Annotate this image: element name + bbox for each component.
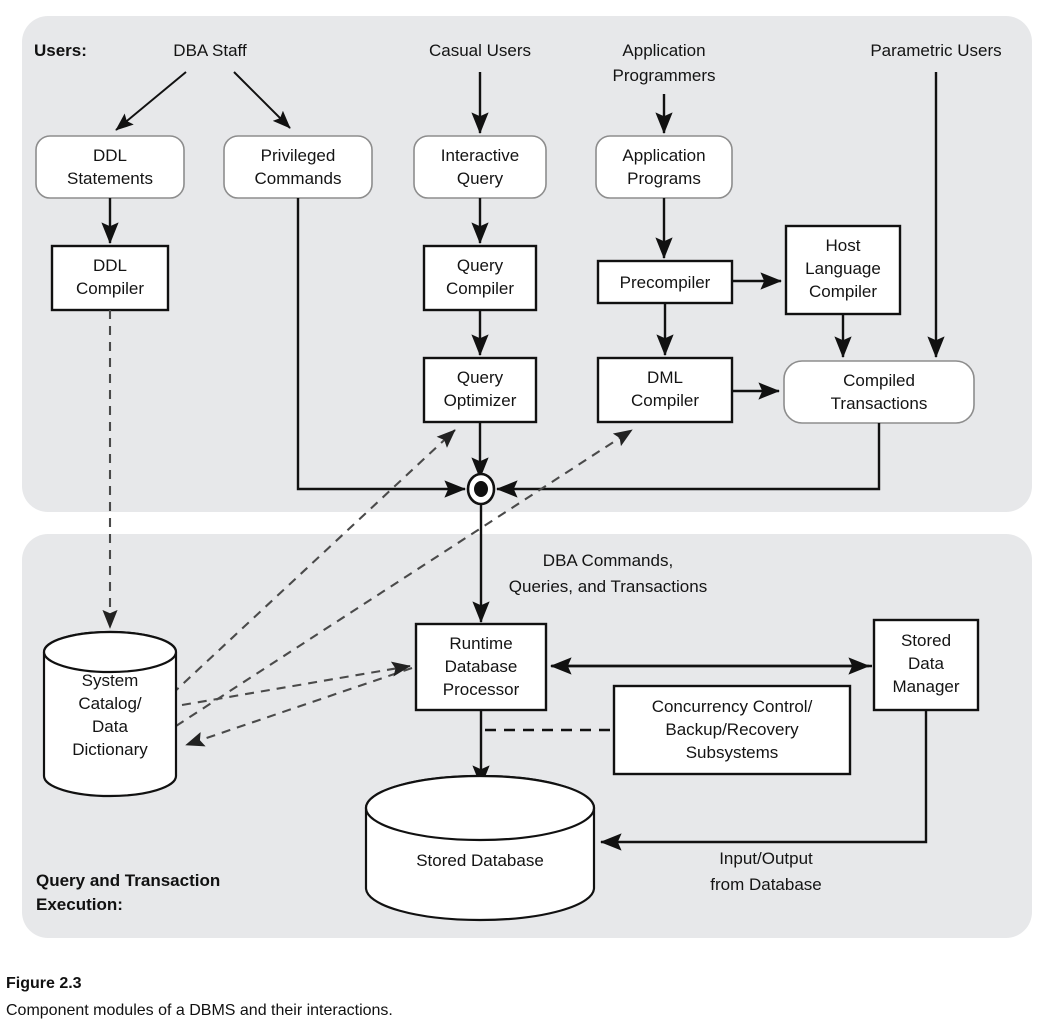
label-io-database-line1: Input/Output <box>719 849 813 868</box>
node-host-language-compiler-line3: Compiler <box>809 282 877 301</box>
role-casual-users: Casual Users <box>429 41 531 60</box>
node-concurrency-control-line2: Backup/Recovery <box>665 720 799 739</box>
node-system-catalog-line2: Catalog/ <box>78 694 142 713</box>
edge-catalog-to-optimizer <box>171 429 456 695</box>
node-host-language-compiler-line2: Language <box>805 259 881 278</box>
role-dba-staff: DBA Staff <box>173 41 247 60</box>
figure-number: Figure 2.3 <box>6 975 82 992</box>
node-ddl-statements-line2: Statements <box>67 169 153 188</box>
node-concurrency-control[interactable] <box>612 684 852 776</box>
role-parametric-users: Parametric Users <box>870 41 1001 60</box>
execution-panel <box>22 534 1032 938</box>
node-precompiler-label: Precompiler <box>620 273 711 292</box>
role-application-programmers-line2: Programmers <box>613 66 716 85</box>
node-system-catalog-line4: Dictionary <box>72 740 148 759</box>
node-precompiler[interactable] <box>596 259 734 305</box>
node-dml-compiler-line2: Compiler <box>631 391 699 410</box>
node-stored-data-manager-line3: Manager <box>892 677 959 696</box>
node-query-compiler[interactable] <box>422 244 538 312</box>
node-query-optimizer-line1: Query <box>457 368 504 387</box>
edge-privileged-to-junction <box>296 198 466 498</box>
node-privileged-commands-line1: Privileged <box>261 146 336 165</box>
edge-compiled-to-junction <box>496 423 881 498</box>
role-application-programmers-line1: Application <box>622 41 705 60</box>
node-application-programs-line1: Application <box>622 146 705 165</box>
node-dml-compiler-line1: DML <box>647 368 683 387</box>
node-system-catalog-line1: System <box>82 671 139 690</box>
node-ddl-compiler-line2: Compiler <box>76 279 144 298</box>
label-io-database-line2: from Database <box>710 875 822 894</box>
node-stored-data-manager-line2: Data <box>908 654 944 673</box>
junction-dot <box>474 481 488 497</box>
node-privileged-commands-line2: Commands <box>255 169 342 188</box>
node-host-language-compiler[interactable] <box>784 224 902 316</box>
node-concurrency-control-line3: Subsystems <box>686 743 779 762</box>
node-stored-data-manager-line1: Stored <box>901 631 951 650</box>
node-ddl-compiler-line1: DDL <box>93 256 127 275</box>
node-stored-database-label: Stored Database <box>416 851 544 870</box>
node-interactive-query-line1: Interactive <box>441 146 519 165</box>
edge-dba-to-ddl <box>115 71 187 131</box>
node-dml-compiler[interactable] <box>596 356 734 424</box>
node-runtime-db-processor-line1: Runtime <box>449 634 512 653</box>
node-runtime-db-processor-line3: Processor <box>443 680 520 699</box>
edge-dba-to-privileged <box>233 71 291 129</box>
execution-panel-label-line1: Query and Transaction <box>36 871 220 890</box>
figure-caption: Component modules of a DBMS and their in… <box>6 1002 393 1019</box>
node-compiled-transactions-line1: Compiled <box>843 371 915 390</box>
label-dba-commands-line2: Queries, and Transactions <box>509 577 707 596</box>
execution-panel-label-line2: Execution: <box>36 895 123 914</box>
node-stored-data-manager[interactable] <box>872 618 980 712</box>
system-catalog-top <box>42 630 178 674</box>
node-query-compiler-line1: Query <box>457 256 504 275</box>
label-dba-commands-line1: DBA Commands, <box>543 551 673 570</box>
node-compiled-transactions-line2: Transactions <box>831 394 928 413</box>
node-system-catalog-line3: Data <box>92 717 128 736</box>
node-runtime-db-processor-line2: Database <box>445 657 518 676</box>
edge-sdm-to-storeddb <box>600 710 928 851</box>
node-interactive-query-line2: Query <box>457 169 504 188</box>
edge-runtime-to-catalog <box>185 667 413 747</box>
node-ddl-compiler[interactable] <box>50 244 170 312</box>
stored-database-top <box>364 774 596 842</box>
node-runtime-database-processor[interactable] <box>414 622 548 712</box>
node-ddl-statements-line1: DDL <box>93 146 127 165</box>
node-query-compiler-line2: Compiler <box>446 279 514 298</box>
node-query-optimizer-line2: Optimizer <box>444 391 517 410</box>
node-application-programs-line2: Programs <box>627 169 701 188</box>
node-host-language-compiler-line1: Host <box>826 236 861 255</box>
node-concurrency-control-line1: Concurrency Control/ <box>652 697 813 716</box>
users-panel-label: Users: <box>34 41 87 60</box>
edge-catalog-to-dmlcompiler <box>175 429 633 727</box>
edge-catalog-to-runtime <box>181 661 411 707</box>
